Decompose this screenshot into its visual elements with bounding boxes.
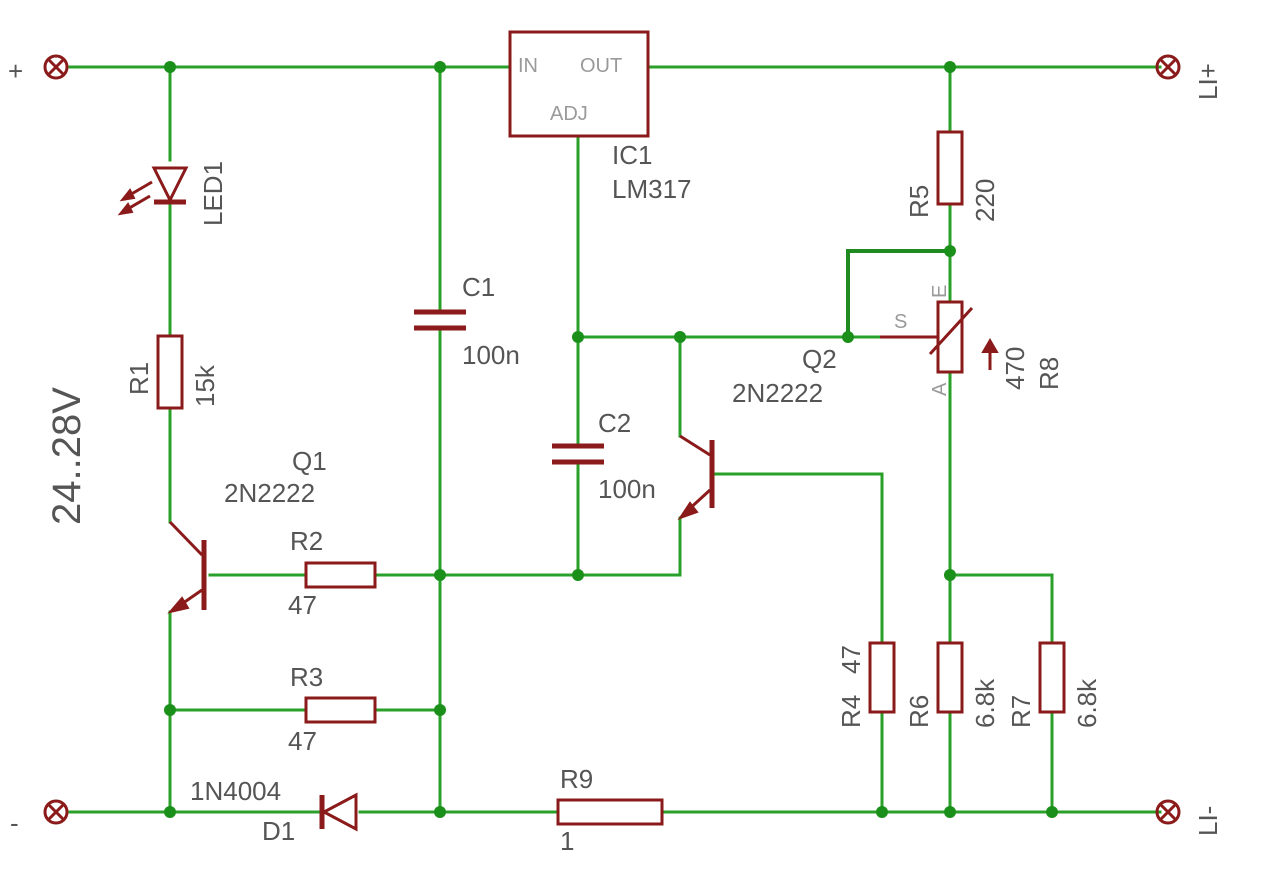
junction-dots <box>164 61 1058 818</box>
r8-trimmer: S E A 470 R8 <box>880 285 1064 396</box>
d1-value: 1N4004 <box>190 776 281 806</box>
c2-symbol: C2 100n <box>552 408 656 504</box>
terminal-out-plus-label: LI+ <box>1193 63 1223 100</box>
r3-ref: R3 <box>290 662 323 692</box>
terminal-out-minus-label: LI- <box>1193 806 1223 836</box>
q1-value: 2N2222 <box>224 478 315 508</box>
r8-ref: R8 <box>1034 357 1064 390</box>
ic1-ref: IC1 <box>612 140 652 170</box>
r1-value: 15k <box>190 364 220 407</box>
supply-voltage-label: 24..28V <box>45 387 89 525</box>
q2-symbol: Q2 2N2222 <box>677 344 837 520</box>
terminal-minus-label: - <box>10 808 19 838</box>
r4-symbol: R4 47 <box>836 641 896 728</box>
ic1-pin-adj: ADJ <box>550 103 588 125</box>
q2-value: 2N2222 <box>732 378 823 408</box>
q1-ref: Q1 <box>292 446 327 476</box>
c1-ref: C1 <box>462 272 495 302</box>
r2-value: 47 <box>288 590 317 620</box>
r7-value: 6.8k <box>1072 678 1102 728</box>
r5-ref: R5 <box>904 185 934 218</box>
r2-symbol: R2 47 <box>288 526 377 620</box>
r6-value: 6.8k <box>970 678 1000 728</box>
r7-ref: R7 <box>1006 695 1036 728</box>
r6-symbol: R6 6.8k <box>904 641 1000 728</box>
q2-ref: Q2 <box>802 344 837 374</box>
r8-value: 470 <box>1000 347 1030 390</box>
ic1-value: LM317 <box>612 174 692 204</box>
terminal-plus: + <box>8 54 69 86</box>
r4-value: 47 <box>836 645 866 674</box>
r4-ref: R4 <box>836 695 866 728</box>
c1-value: 100n <box>462 340 520 370</box>
d1-ref: D1 <box>262 816 295 846</box>
r8-pin-e: E <box>929 285 951 298</box>
r9-ref: R9 <box>560 764 593 794</box>
r8-pin-s: S <box>894 311 907 333</box>
r9-symbol: R9 1 <box>556 764 664 856</box>
q1-symbol: Q1 2N2222 <box>167 446 327 614</box>
led1-symbol: LED1 <box>117 161 228 226</box>
r6-ref: R6 <box>904 695 934 728</box>
terminal-out-minus: LI- <box>1155 799 1223 836</box>
ic1-pin-in: IN <box>518 55 538 77</box>
led1-ref: LED1 <box>198 161 228 226</box>
d1-symbol: 1N4004 D1 <box>190 776 358 846</box>
r5-symbol: R5 220 <box>904 130 1000 222</box>
c2-ref: C2 <box>598 408 631 438</box>
r8-pin-a: A <box>929 382 951 396</box>
ic1-pin-out: OUT <box>580 55 622 77</box>
r5-value: 220 <box>970 179 1000 222</box>
c2-value: 100n <box>598 474 656 504</box>
terminal-minus: - <box>10 799 69 838</box>
r1-ref: R1 <box>124 362 154 395</box>
r9-value: 1 <box>560 826 574 856</box>
r2-ref: R2 <box>290 526 323 556</box>
terminal-out-plus: LI+ <box>1155 54 1223 100</box>
ic1-lm317: IN OUT ADJ IC1 LM317 <box>508 30 692 204</box>
r7-symbol: R7 6.8k <box>1006 641 1102 728</box>
r1-symbol: R1 15k <box>124 334 220 410</box>
r3-symbol: R3 47 <box>288 662 377 756</box>
terminal-plus-label: + <box>8 56 23 86</box>
r3-value: 47 <box>288 726 317 756</box>
c1-symbol: C1 100n <box>414 272 520 370</box>
